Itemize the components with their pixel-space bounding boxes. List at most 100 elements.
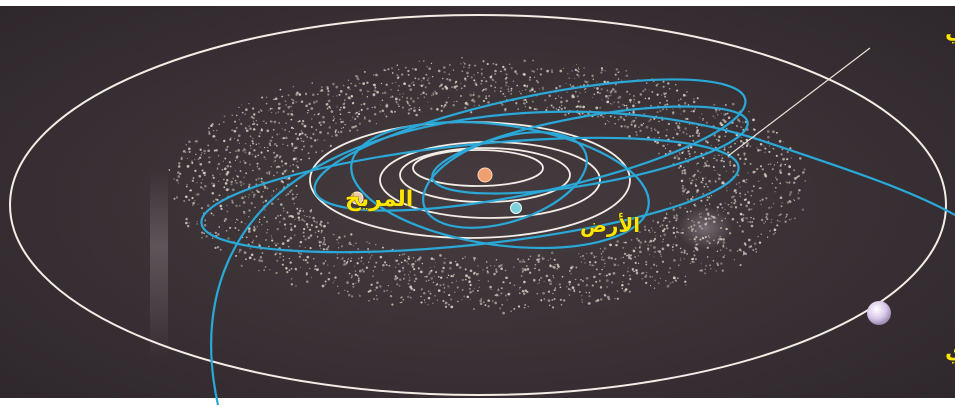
asteroid-dot (703, 185, 706, 188)
asteroid-dot (749, 220, 752, 224)
asteroid-dot (558, 106, 561, 109)
asteroid-dot (413, 280, 416, 283)
asteroid-dot (501, 103, 504, 106)
asteroid-dot (282, 137, 285, 140)
asteroid-dot (739, 203, 743, 206)
asteroid-dot (704, 236, 707, 239)
asteroid-dot (662, 108, 664, 111)
asteroid-dot (776, 161, 779, 164)
asteroid-dot (279, 88, 282, 91)
asteroid-dot (347, 96, 351, 100)
asteroid-dot (249, 127, 252, 130)
asteroid-dot (247, 196, 250, 199)
asteroid-dot (507, 85, 510, 88)
asteroid-dot (635, 117, 637, 119)
asteroid-dot (201, 231, 204, 235)
asteroid-dot (263, 269, 265, 271)
asteroid-dot (319, 131, 322, 134)
asteroid-dot (601, 99, 603, 101)
asteroid-dot (480, 83, 482, 85)
asteroid-dot (672, 136, 675, 139)
asteroid-dot (717, 214, 720, 216)
asteroid-dot (350, 95, 354, 98)
asteroid-dot (318, 241, 321, 244)
asteroid-dot (479, 302, 483, 306)
asteroid-dot (552, 306, 555, 309)
asteroid-dot (296, 193, 298, 196)
asteroid-dot (494, 86, 497, 89)
asteroid-dot (672, 276, 676, 280)
asteroid-dot (564, 113, 567, 116)
asteroid-dot (703, 165, 706, 168)
asteroid-dot (301, 122, 304, 126)
asteroid-dot (256, 123, 259, 126)
asteroid-dot (693, 97, 695, 100)
asteroid-dot (303, 220, 306, 223)
asteroid-dot (464, 77, 467, 80)
asteroid-dot (648, 229, 650, 232)
asteroid-dot (716, 206, 719, 209)
asteroid-dot (333, 265, 335, 267)
asteroid-dot (448, 303, 450, 306)
asteroid-dot (788, 193, 792, 196)
asteroid-dot (645, 105, 647, 108)
asteroid-dot (462, 257, 464, 260)
asteroid-dot (500, 263, 503, 267)
asteroid-dot (519, 91, 521, 93)
asteroid-dot (582, 105, 585, 109)
asteroid-dot (727, 203, 730, 206)
asteroid-dot (691, 257, 695, 261)
asteroid-dot (268, 245, 270, 248)
asteroid-dot (452, 275, 455, 278)
asteroid-dot (609, 115, 612, 118)
asteroid-dot (760, 218, 764, 222)
asteroid-dot (437, 289, 441, 292)
asteroid-dot (681, 186, 685, 190)
asteroid-dot (223, 139, 226, 143)
asteroid-dot (333, 118, 335, 120)
asteroid-dot (301, 119, 305, 123)
asteroid-dot (714, 180, 717, 183)
asteroid-dot (596, 298, 600, 302)
asteroid-dot (395, 100, 398, 103)
asteroid-dot (297, 120, 300, 123)
asteroid-dot (769, 163, 772, 165)
asteroid-dot (268, 170, 271, 174)
asteroid-dot (229, 165, 232, 168)
asteroid-dot (467, 75, 469, 78)
asteroid-dot (695, 247, 698, 251)
asteroid-dot (237, 134, 241, 138)
asteroid-dot (486, 62, 489, 66)
asteroid-dot (252, 193, 256, 197)
asteroid-dot (567, 72, 569, 75)
asteroid-dot (679, 231, 681, 234)
asteroid-dot (245, 108, 248, 111)
asteroid-dot (196, 223, 198, 225)
asteroid-dot (421, 262, 424, 265)
asteroid-dot (203, 223, 207, 227)
asteroid-dot (705, 208, 708, 211)
asteroid-dot (307, 152, 310, 155)
asteroid-dot (614, 73, 617, 76)
asteroid-dot (665, 92, 667, 94)
asteroid-dot (495, 270, 498, 273)
asteroid-dot (281, 263, 284, 266)
asteroid-dot (679, 206, 682, 209)
asteroid-dot (523, 306, 526, 309)
asteroid-dot (772, 147, 775, 150)
asteroid-dot (287, 238, 291, 242)
asteroid-dot (682, 93, 686, 97)
asteroid-dot (717, 264, 719, 266)
asteroid-dot (461, 56, 463, 59)
asteroid-dot (438, 85, 441, 88)
asteroid-dot (215, 129, 218, 132)
asteroid-dot (793, 177, 797, 180)
asteroid-dot (681, 151, 684, 154)
asteroid-dot (386, 289, 388, 292)
asteroid-dot (666, 103, 669, 106)
asteroid-dot (509, 282, 512, 284)
asteroid-dot (350, 119, 352, 121)
asteroid-dot (684, 157, 687, 160)
asteroid-dot (565, 82, 567, 84)
asteroid-dot (483, 76, 485, 79)
